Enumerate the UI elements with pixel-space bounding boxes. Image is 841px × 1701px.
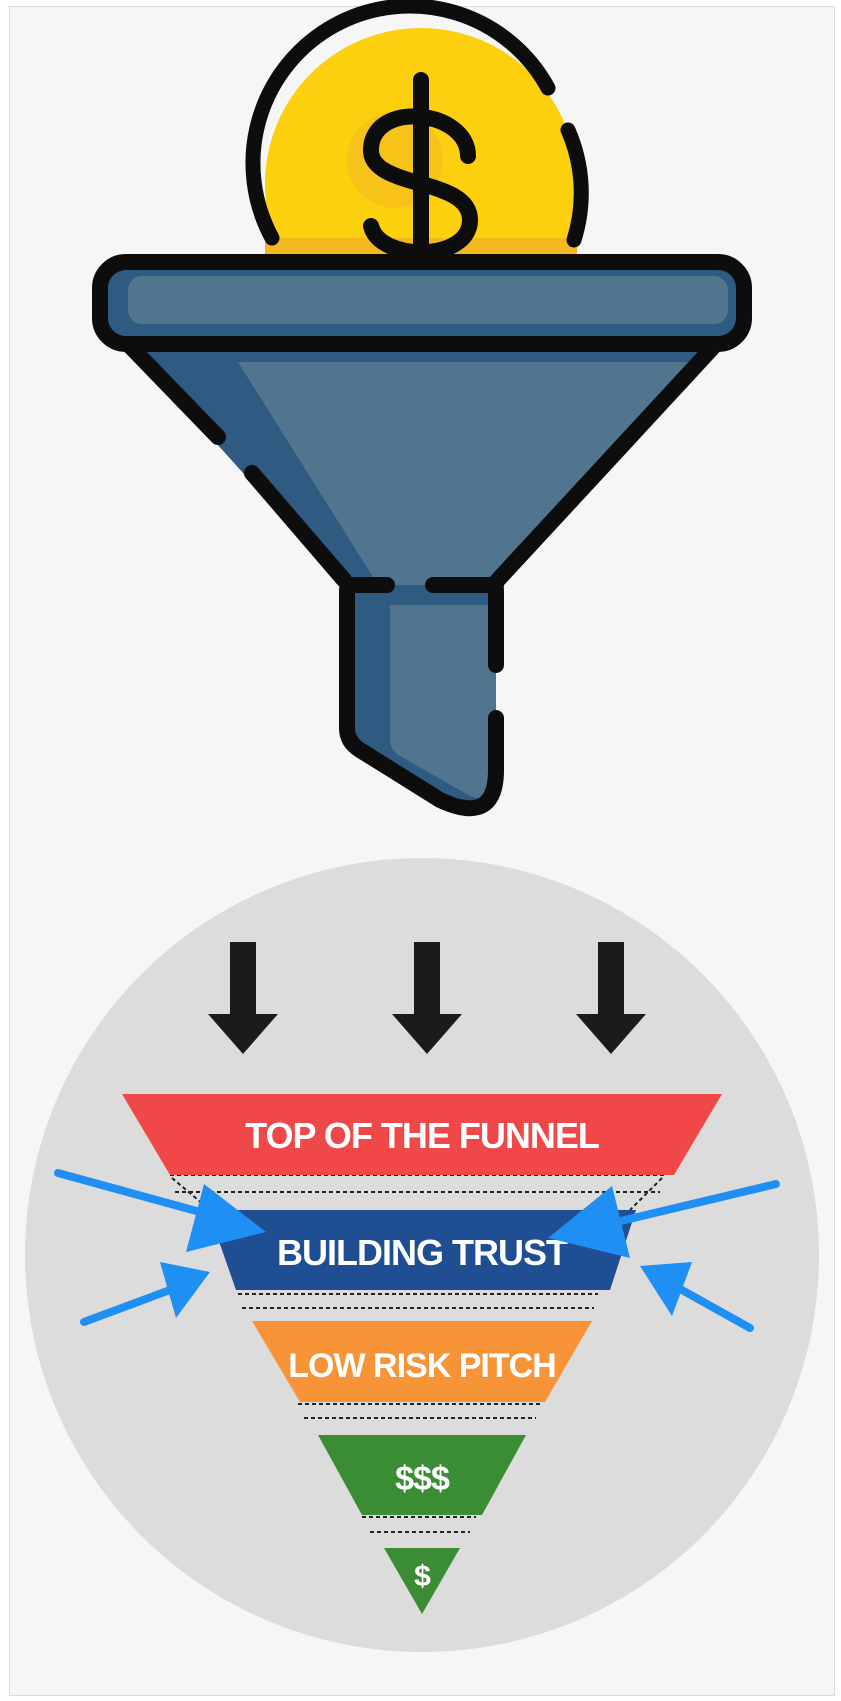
blue-arrow-icon: [548, 1180, 780, 1258]
down-arrow-icon: [576, 942, 646, 1054]
dollar-coin-icon: [245, 0, 589, 266]
stage-label-money: $$$: [395, 1460, 450, 1498]
blue-arrow-icon: [54, 1169, 266, 1252]
stage-label-trust: BUILDING TRUST: [277, 1232, 568, 1273]
blue-arrow-icon: [80, 1262, 210, 1326]
stage-label-top: TOP OF THE FUNNEL: [245, 1115, 599, 1156]
down-arrow-icon: [392, 942, 462, 1054]
down-arrow-icon: [208, 942, 278, 1054]
blue-arrow-icon: [640, 1262, 754, 1332]
stage-label-tip: $: [414, 1560, 431, 1593]
funnel-stage-money: $$$: [318, 1435, 526, 1515]
funnel-stage-trust: BUILDING TRUST: [208, 1210, 636, 1290]
funnel-stage-pitch: LOW RISK PITCH: [252, 1321, 592, 1402]
funnel-icon: [92, 254, 752, 817]
down-arrows: [208, 942, 646, 1054]
funnel-stage-top: TOP OF THE FUNNEL: [122, 1094, 722, 1175]
blue-arrows: [54, 1169, 780, 1332]
funnel-stage-tip: $: [384, 1548, 460, 1614]
stage-label-pitch: LOW RISK PITCH: [288, 1347, 555, 1385]
